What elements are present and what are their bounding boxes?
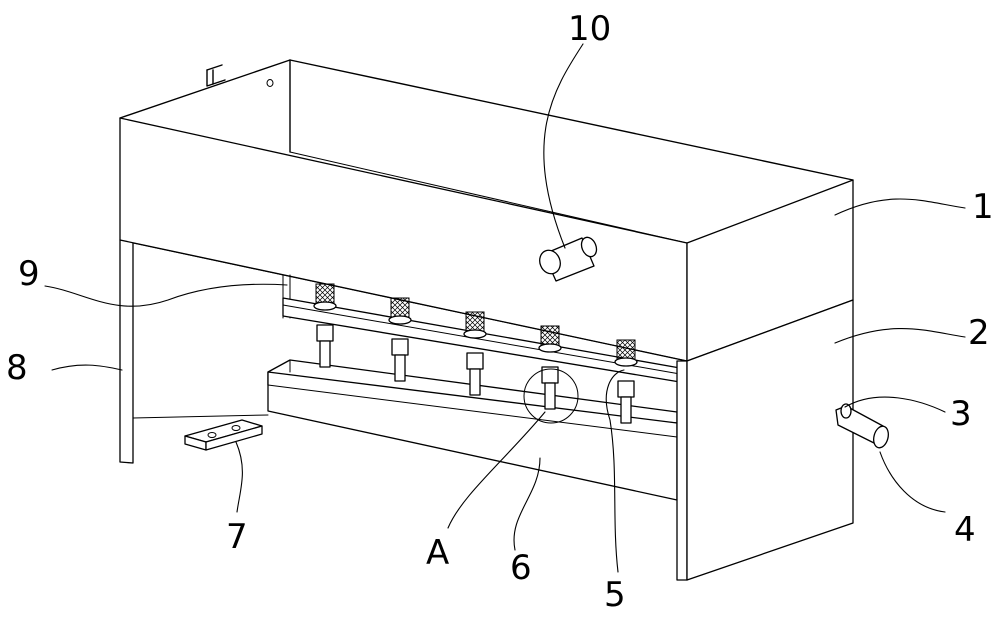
- label-4: 4: [954, 510, 976, 550]
- label-1: 1: [972, 187, 994, 227]
- label-8: 8: [6, 348, 28, 388]
- nozzle-2: [388, 297, 412, 382]
- right-support-plate: [676, 299, 854, 581]
- nozzle-4: [538, 325, 562, 410]
- leader-lines: [44, 43, 966, 573]
- label-3: 3: [950, 394, 972, 434]
- inlet-pipe: [539, 236, 598, 282]
- label-a: A: [426, 533, 449, 573]
- mounting-foot: [184, 419, 263, 451]
- detail-circle-a: [523, 368, 579, 424]
- nozzle-3: [463, 311, 487, 396]
- under-tank-region: [132, 274, 291, 419]
- hanger-bracket: [206, 64, 274, 87]
- back-support-plate: [119, 239, 134, 464]
- reference-labels: 10 1 2 3 4 5 6 A 7 8 9: [6, 9, 994, 615]
- label-2: 2: [968, 313, 990, 353]
- nozzle-1: [313, 283, 337, 368]
- label-9: 9: [18, 254, 40, 294]
- label-5: 5: [604, 575, 626, 615]
- nozzle-5: [614, 339, 638, 424]
- tank-front-wall: [119, 117, 854, 362]
- label-7: 7: [226, 517, 248, 557]
- outlet-pipe: [835, 403, 889, 449]
- label-10: 10: [568, 9, 611, 49]
- label-6: 6: [510, 548, 532, 588]
